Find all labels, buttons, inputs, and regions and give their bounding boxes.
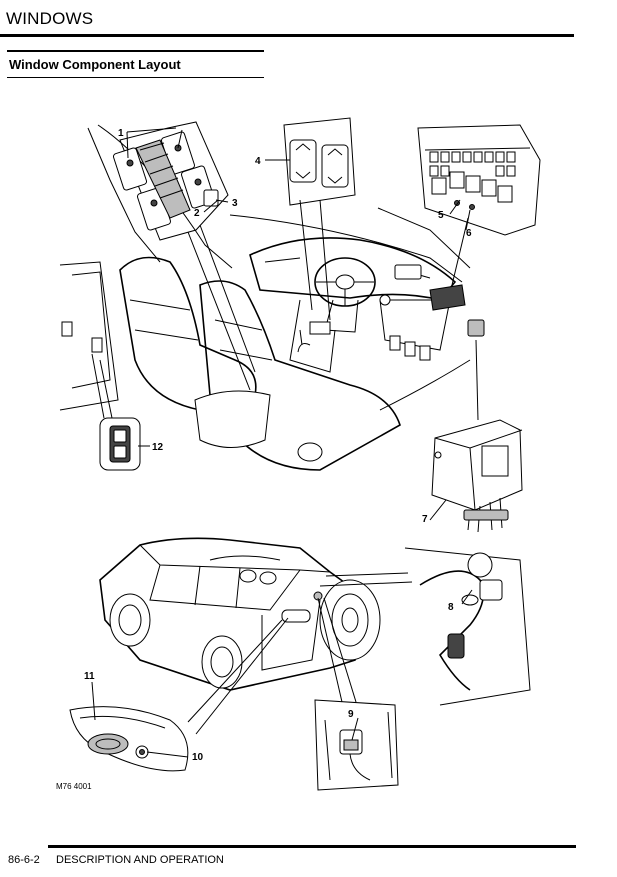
subtitle-rule-top — [7, 50, 264, 52]
callout-2: 2 — [194, 208, 200, 219]
figure-reference: M76 4001 — [56, 782, 92, 791]
footer-rule — [48, 845, 576, 848]
callout-10: 10 — [192, 752, 204, 763]
callout-3: 3 — [232, 198, 238, 209]
leader-lines — [91, 127, 479, 758]
callout-5: 5 — [438, 210, 444, 221]
callout-11: 11 — [84, 671, 95, 682]
subtitle-rule-bottom — [7, 77, 264, 78]
door-switch-pack-illustration — [87, 121, 233, 269]
callout-7: 7 — [422, 514, 428, 525]
component-layout-illustration: 1 2 3 4 5 6 7 8 9 10 11 12 M76 4001 — [0, 100, 617, 820]
console-switch-inset — [283, 117, 356, 206]
section-title: WINDOWS — [6, 9, 94, 28]
vehicle-interior-illustration — [59, 207, 485, 471]
callout-6: 6 — [466, 228, 472, 239]
callout-9: 9 — [348, 709, 354, 720]
callout-4: 4 — [255, 156, 261, 167]
header-rule — [0, 34, 574, 37]
footer-section: DESCRIPTION AND OPERATION — [56, 854, 224, 866]
fuse-box-illustration — [417, 124, 541, 236]
rear-actuator-detail-illustration — [314, 699, 399, 791]
vehicle-exterior-illustration — [99, 537, 381, 691]
rear-door-lock-detail-illustration — [404, 547, 531, 706]
callout-1: 1 — [118, 128, 124, 139]
page-subtitle: Window Component Layout — [9, 57, 181, 72]
callout-8: 8 — [448, 602, 454, 613]
tailgate-handle-detail-illustration — [69, 706, 189, 772]
door-switch-detail-illustration — [99, 417, 141, 471]
callout-12: 12 — [152, 442, 164, 453]
window-lift-ecu-illustration — [431, 419, 523, 533]
page-number: 86-6-2 — [8, 854, 40, 866]
